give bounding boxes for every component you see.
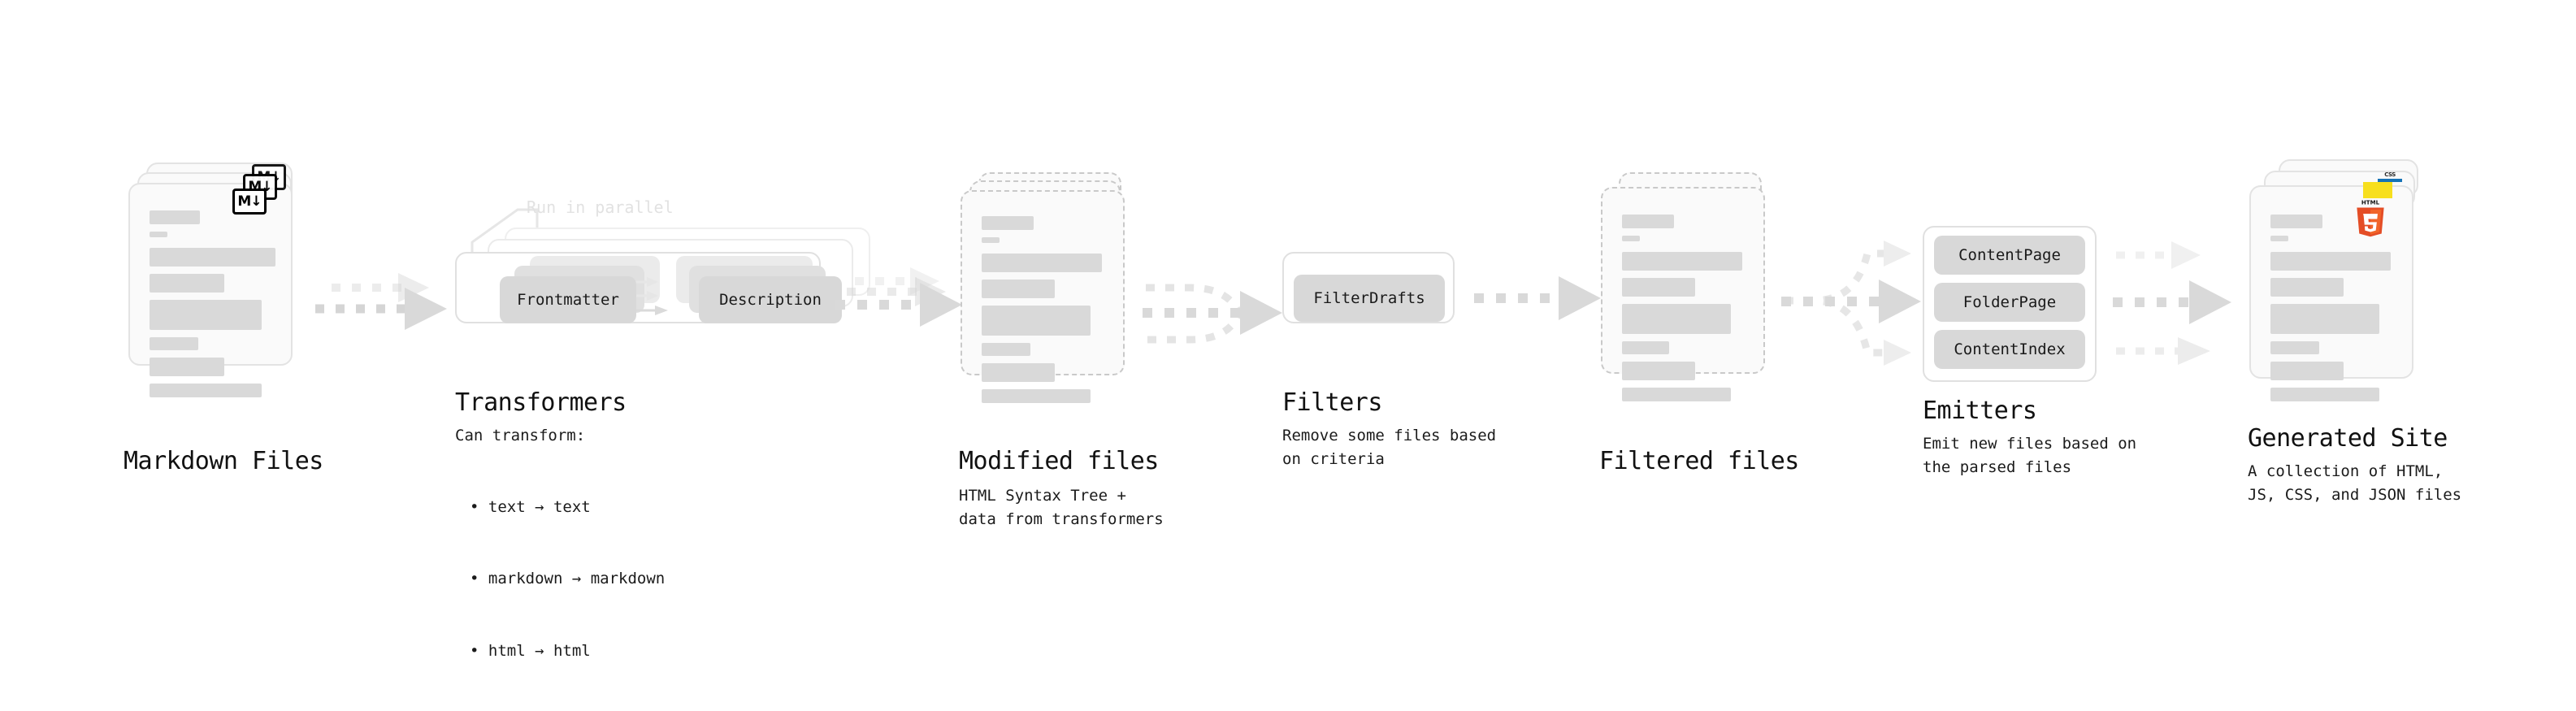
connector-modified-to-filters	[1143, 284, 1282, 344]
doc-line	[2270, 304, 2379, 334]
connector-filtered-to-emitters	[1781, 241, 1921, 366]
doc-line	[150, 210, 200, 224]
modified-files-desc: HTML Syntax Tree + data from transformer…	[959, 487, 1164, 529]
doc-line	[150, 274, 224, 293]
arrow-head	[1559, 276, 1601, 320]
doc-line	[1622, 362, 1695, 380]
doc-content-lines	[2270, 215, 2394, 409]
emitters-title: Emitters	[1923, 397, 2037, 425]
doc-line	[1622, 215, 1674, 228]
doc-line	[2270, 362, 2344, 380]
description-chip[interactable]: Description	[699, 276, 842, 323]
doc-line	[1622, 278, 1695, 297]
doc-line	[1622, 341, 1669, 354]
arrow-head	[2178, 337, 2210, 365]
js-badge	[2363, 182, 2392, 198]
doc-line	[982, 216, 1034, 230]
doc-line	[1622, 304, 1731, 334]
pipeline-diagram: M↓ M↓ M↓ Markdown Files Run in parallel	[124, 159, 2462, 660]
generated-site-desc: A collection of HTML, JS, CSS, and JSON …	[2248, 462, 2462, 505]
connector-md-to-transformers	[315, 273, 447, 330]
doc-content-lines	[150, 210, 275, 405]
doc-line	[982, 363, 1055, 382]
doc-sheet-front	[128, 183, 293, 397]
run-in-parallel-note: Run in parallel	[527, 197, 674, 217]
transformers-bullets: • text → text • markdown → markdown • ht…	[470, 448, 665, 711]
transform-bullet: • markdown → markdown	[470, 570, 666, 588]
doc-line	[150, 358, 224, 376]
filtered-files-title: Filtered files	[1599, 447, 1799, 475]
html5-badge: HTML	[2357, 199, 2384, 237]
svg-text:HTML: HTML	[2361, 199, 2380, 206]
transform-bullet: • html → html	[470, 641, 591, 660]
arrow-head	[1884, 340, 1911, 366]
markdown-files-title: Markdown Files	[124, 447, 323, 475]
doc-line	[982, 280, 1055, 298]
filters-title: Filters	[1282, 388, 1382, 417]
doc-line	[2270, 388, 2379, 401]
arrow-head	[920, 283, 962, 327]
doc-line	[982, 389, 1091, 403]
emitters-desc: Emit new files based on the parsed files	[1923, 435, 2137, 477]
css-badge-bar	[2378, 179, 2402, 182]
arrow-head	[405, 288, 447, 330]
filters-desc: Remove some files based on criteria	[1282, 427, 1497, 469]
arrow-head	[1240, 291, 1282, 335]
doc-line	[1622, 252, 1742, 271]
generated-site-title: Generated Site	[2248, 424, 2448, 453]
arrow-head	[1884, 241, 1911, 267]
markdown-badge: M↓	[232, 189, 267, 215]
arrow-head	[1879, 280, 1921, 323]
doc-line	[982, 343, 1030, 356]
doc-content-lines	[982, 216, 1105, 410]
doc-content-lines	[1622, 215, 1746, 409]
doc-line	[2270, 215, 2322, 228]
contentpage-chip[interactable]: ContentPage	[1934, 236, 2085, 275]
transformers-desc-heading: Can transform:	[455, 427, 586, 444]
arrow-head	[2171, 241, 2201, 269]
arrow-head	[2189, 280, 2231, 324]
css-badge-label: CSS	[2384, 171, 2396, 178]
doc-line	[1622, 388, 1731, 401]
doc-line	[150, 337, 198, 350]
doc-line	[2270, 341, 2319, 354]
connector-transformers-to-modified	[835, 267, 962, 327]
doc-line	[150, 232, 167, 237]
doc-line	[2270, 252, 2391, 271]
doc-line	[982, 254, 1102, 272]
transformers-title: Transformers	[455, 388, 627, 417]
frontmatter-chip[interactable]: Frontmatter	[500, 276, 636, 323]
doc-sheet-front	[2249, 185, 2413, 401]
folderpage-chip[interactable]: FolderPage	[1934, 283, 2085, 322]
connector-emitters-to-site	[2113, 241, 2231, 365]
doc-sheet-front	[961, 190, 1125, 403]
doc-line	[982, 306, 1091, 336]
doc-line	[150, 300, 262, 330]
parallel-bracket	[471, 208, 539, 267]
transform-bullet: • text → text	[470, 497, 591, 516]
doc-line	[2270, 278, 2344, 297]
filterdrafts-chip[interactable]: FilterDrafts	[1294, 275, 1445, 322]
css-badge: CSS	[2378, 169, 2402, 182]
connector-filters-to-filtered	[1474, 276, 1601, 320]
doc-sheet-front	[1601, 187, 1765, 401]
doc-line	[982, 237, 1000, 243]
doc-line	[1622, 236, 1640, 241]
doc-line	[2270, 236, 2288, 241]
doc-line	[150, 384, 262, 397]
modified-files-title: Modified files	[959, 447, 1159, 475]
doc-line	[150, 248, 275, 267]
contentindex-chip[interactable]: ContentIndex	[1934, 330, 2085, 369]
